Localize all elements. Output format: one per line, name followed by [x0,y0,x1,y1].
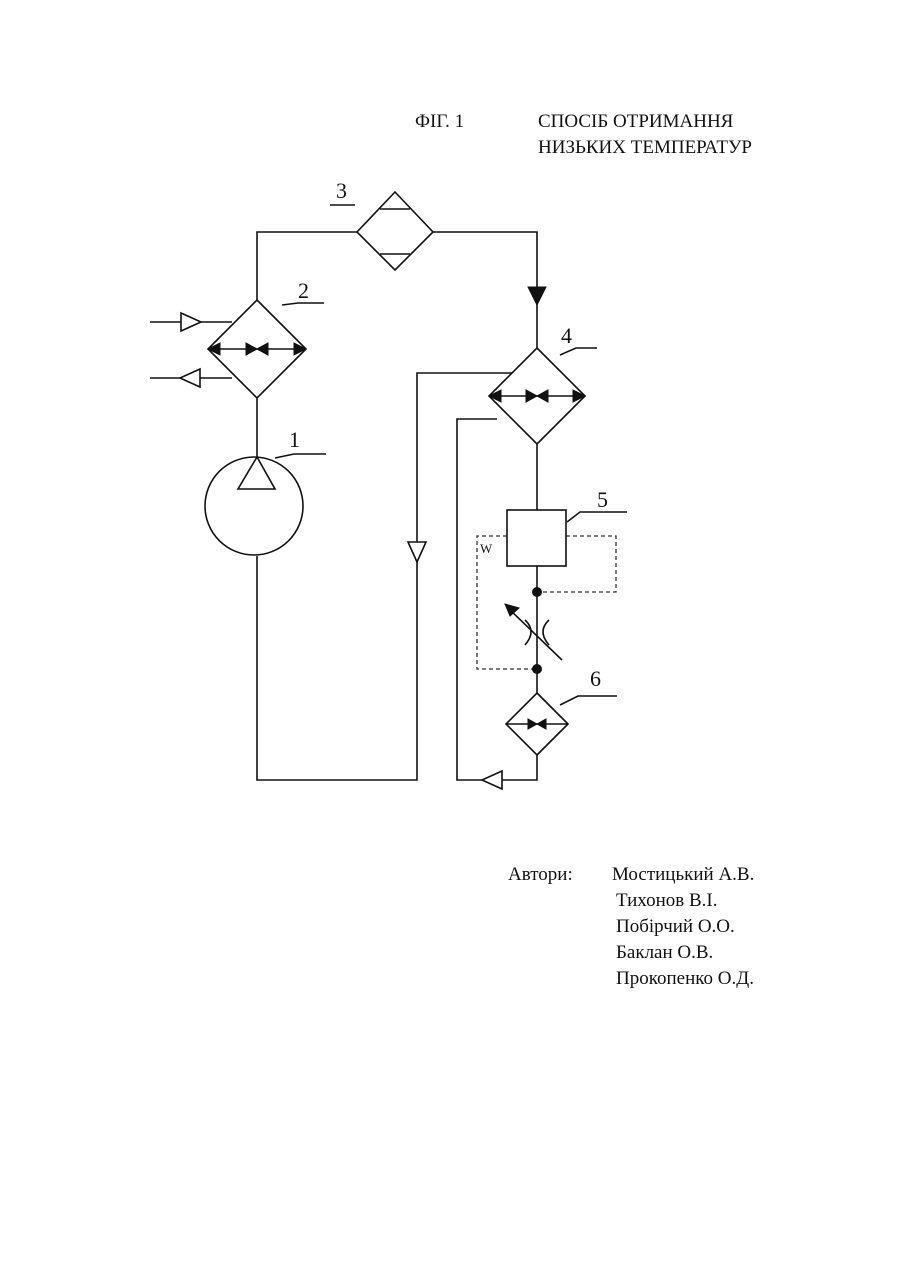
author-5: Прокопенко О.Д. [616,966,754,992]
heat-exchanger-4 [489,348,597,444]
author-4: Баклан О.В. [616,940,713,966]
spring-symbol: W [480,541,493,556]
author-3: Побірчий О.О. [616,914,735,940]
label-2: 2 [298,278,309,303]
authors-label: Автори: [508,862,573,888]
heat-exchanger-6 [506,693,617,755]
author-1: Мостицький А.В. [612,862,754,888]
label-3: 3 [336,178,347,203]
author-2: Тихонов В.І. [616,888,717,914]
expander-5: W [477,510,627,674]
compressor-1 [205,454,326,555]
heat-exchanger-2 [208,300,324,398]
heat-exchanger-3 [330,192,433,270]
label-6: 6 [590,666,601,691]
label-4: 4 [561,323,572,348]
label-1: 1 [289,427,300,452]
label-5: 5 [597,487,608,512]
